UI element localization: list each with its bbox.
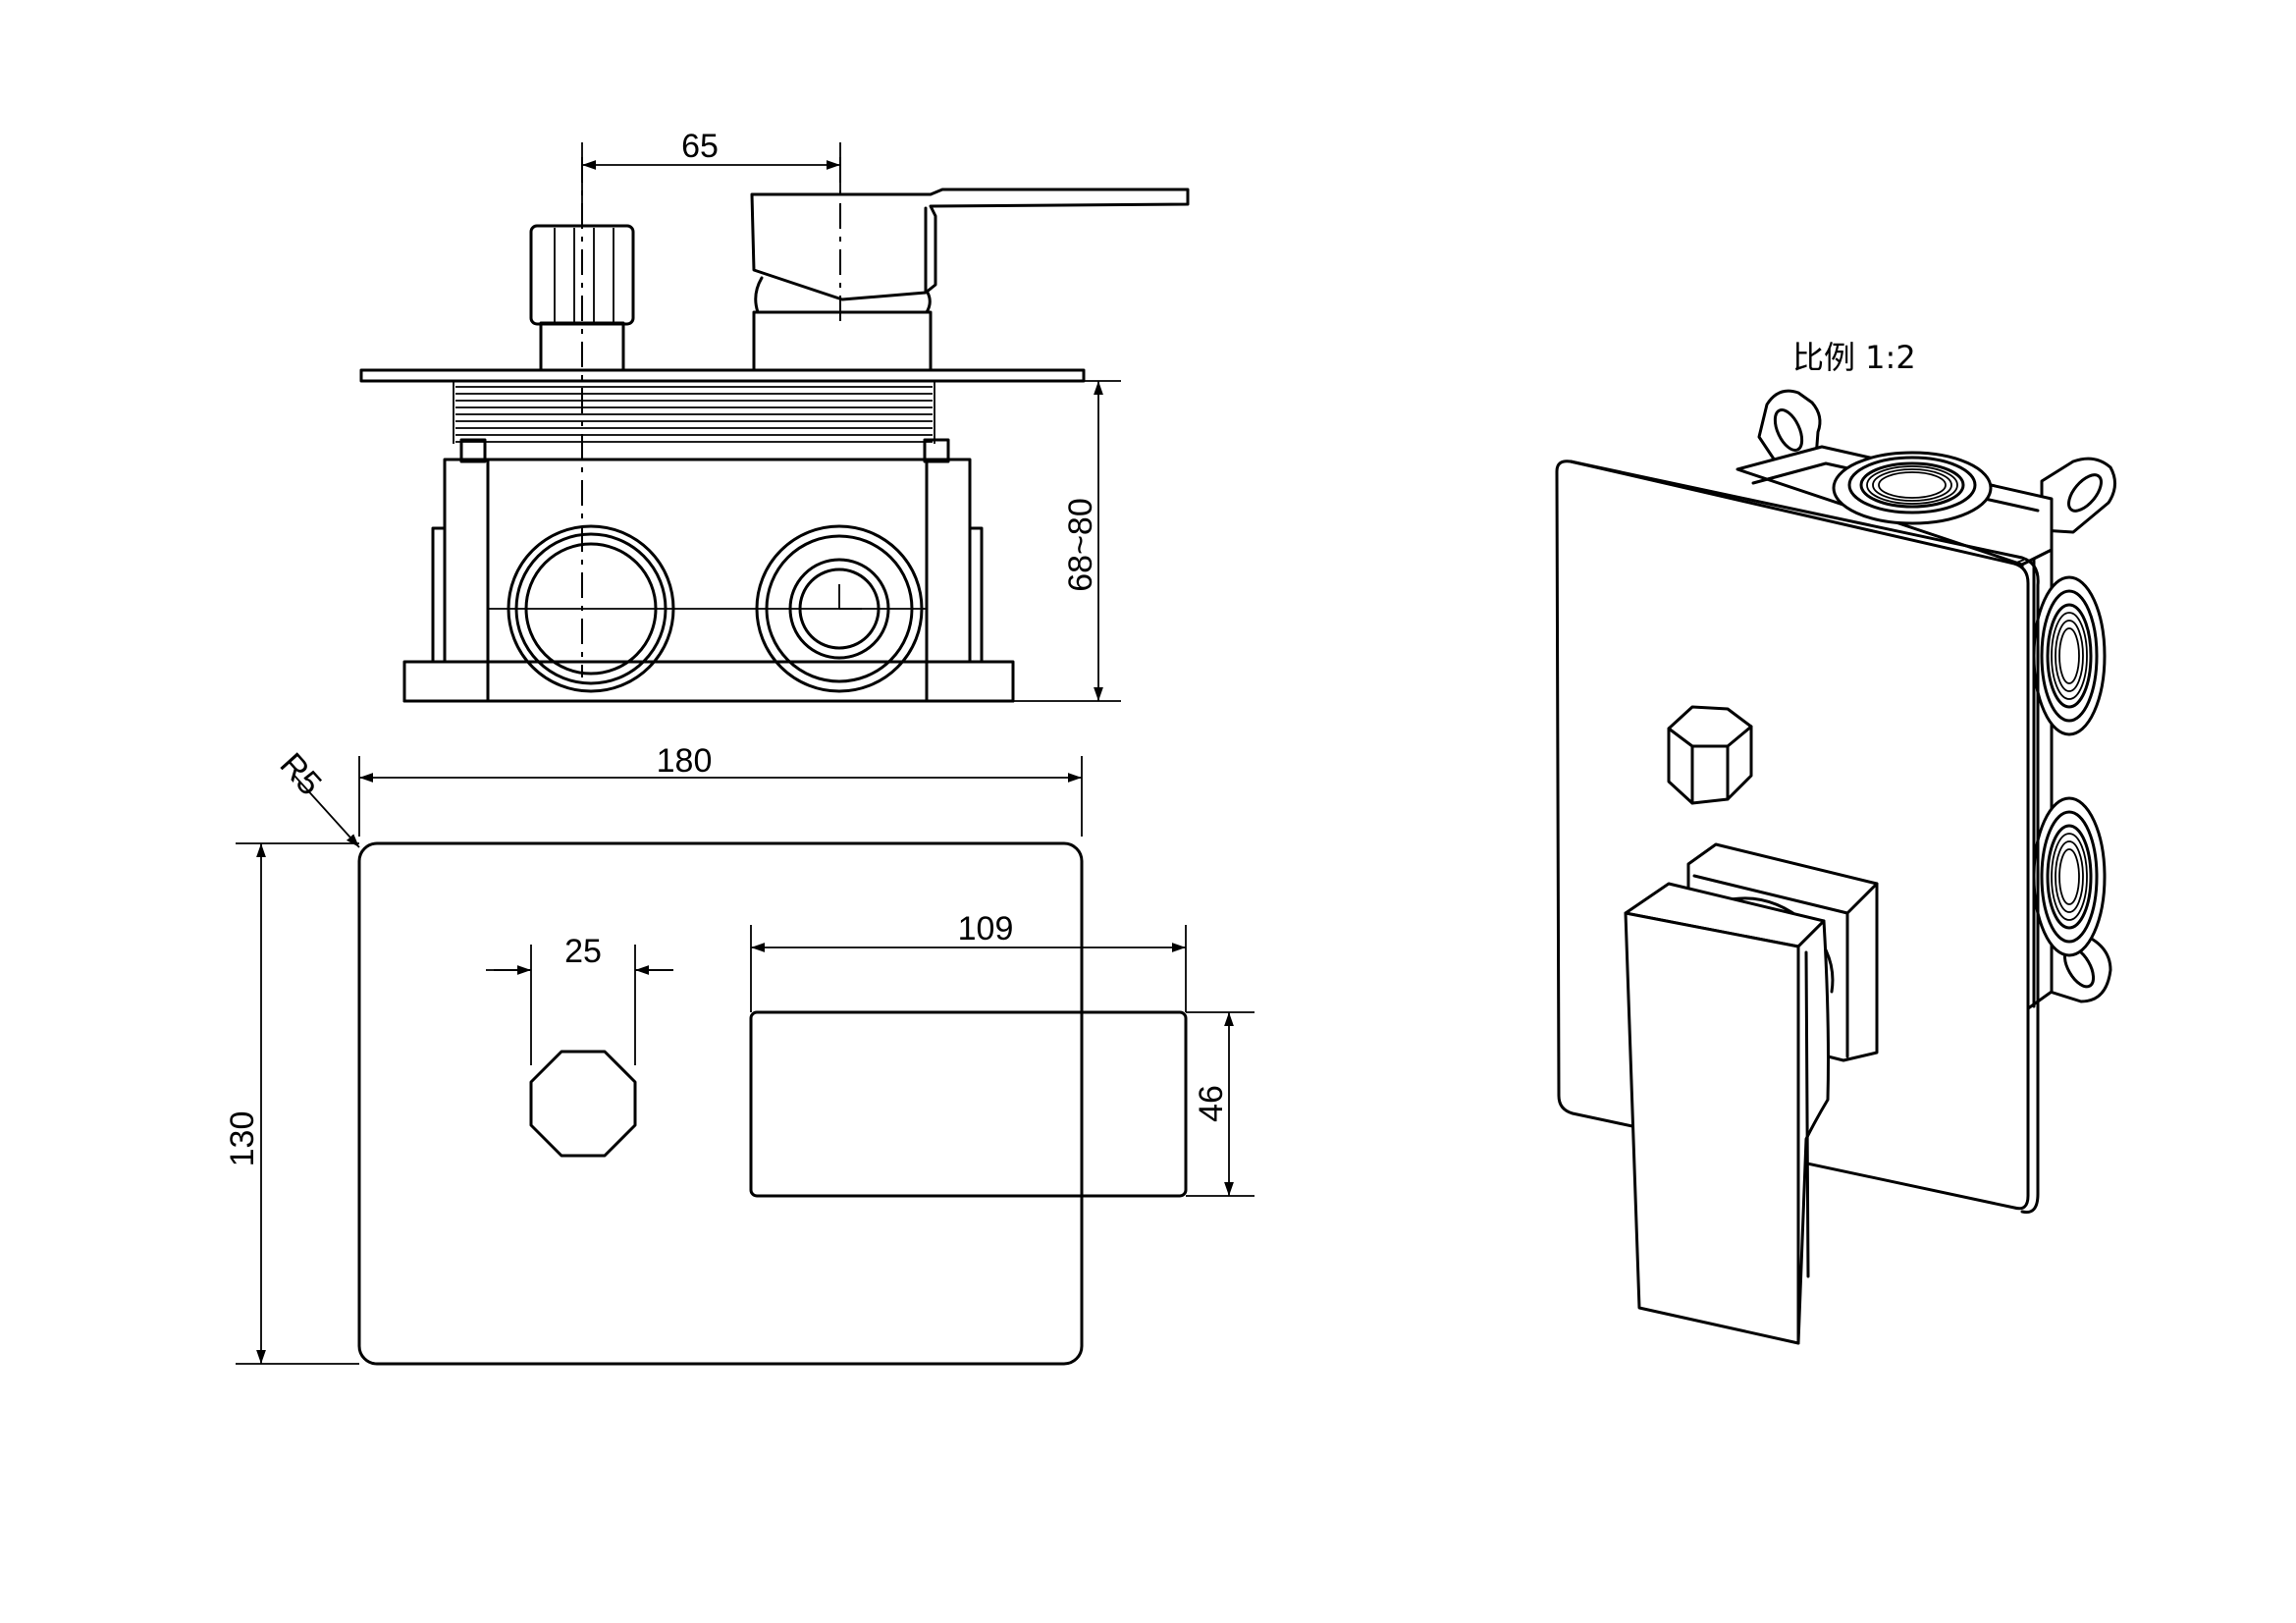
- dimension-180-label: 180: [657, 742, 713, 780]
- dimension-handle-offset: 65: [581, 128, 841, 221]
- dimension-65-label: 65: [681, 128, 719, 165]
- dimension-46-label: 46: [1193, 1085, 1230, 1122]
- left-outlet: [507, 524, 675, 693]
- threaded-sleeve: [453, 381, 950, 463]
- octagon-knob: [529, 1050, 637, 1158]
- side-view: 65 68~80: [359, 128, 1190, 703]
- dimension-68-80-label: 68~80: [1062, 498, 1099, 592]
- side-inlet-bottom: [2032, 796, 2107, 957]
- iso-octagon-knob: [1667, 705, 1753, 805]
- right-outlet: [755, 524, 924, 693]
- side-inlet-top: [2032, 575, 2107, 736]
- dimension-plate-height: 130: [224, 842, 359, 1365]
- front-view: 180 R5 130 25 109: [224, 742, 1255, 1366]
- dimension-r5-label: R5: [273, 746, 329, 803]
- scale-label: 比例 1:2: [1792, 339, 1916, 376]
- iso-lever-handle: [1624, 882, 1830, 1345]
- dimension-handle-length: 109: [750, 910, 1187, 1012]
- dimension-handle-width: 46: [1186, 1011, 1255, 1197]
- dimension-109-label: 109: [958, 910, 1014, 947]
- dimension-install-depth: 68~80: [1013, 380, 1121, 702]
- front-cover-plate: [357, 841, 1084, 1366]
- lever-handle-front: [749, 1010, 1188, 1198]
- dimension-plate-width: 180: [358, 742, 1083, 837]
- dimension-knob-size: 25: [486, 933, 673, 1065]
- mounting-box: [1735, 389, 2116, 1013]
- dimension-130-label: 130: [224, 1111, 261, 1167]
- dimension-25-label: 25: [564, 933, 602, 970]
- isometric-view: 比例 1:2: [1555, 339, 2116, 1345]
- lever-handle-side: [750, 188, 1190, 372]
- dimension-corner-radius: R5: [273, 746, 360, 848]
